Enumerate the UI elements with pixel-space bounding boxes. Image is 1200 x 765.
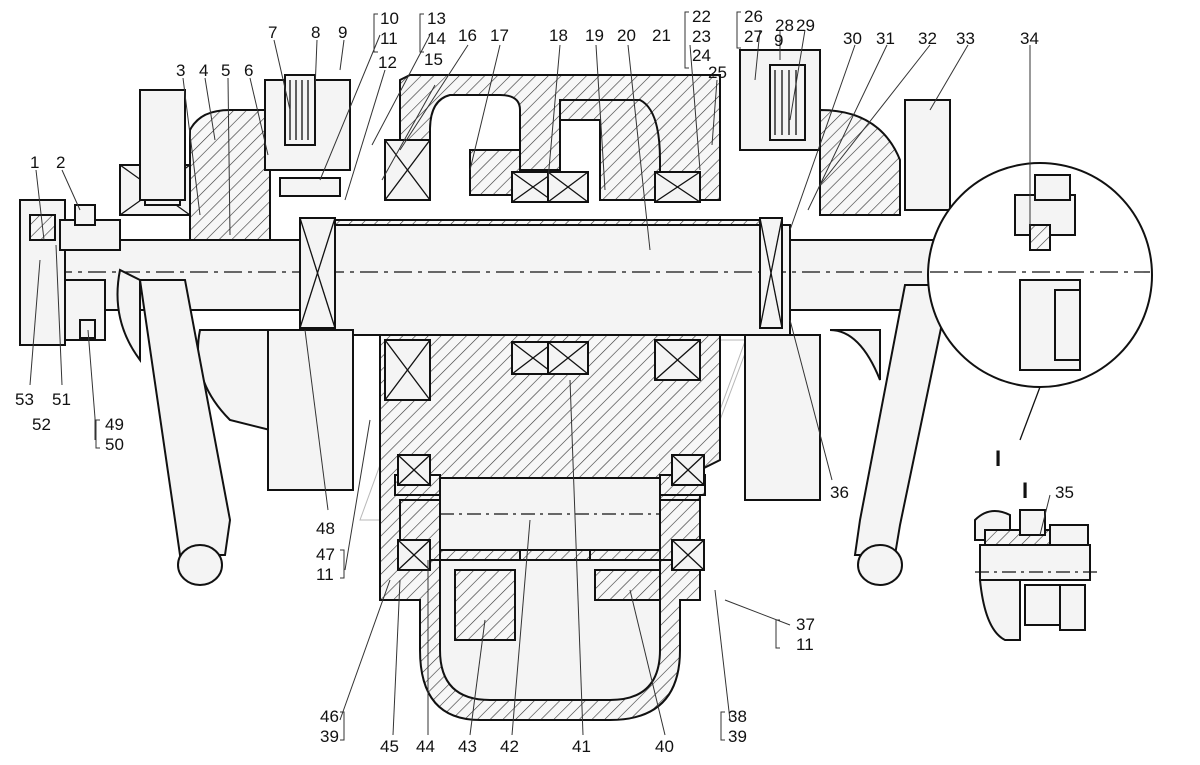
label-5: 5: [221, 61, 230, 80]
label-27: 27: [744, 27, 763, 46]
label-39a: 39: [320, 727, 339, 746]
label-45: 45: [380, 737, 399, 756]
label-8: 8: [311, 23, 320, 42]
label-7: 7: [268, 23, 277, 42]
label-3: 3: [176, 61, 185, 80]
label-49: 49: [105, 415, 124, 434]
label-32: 32: [918, 29, 937, 48]
lower-gear-shaft: [394, 474, 706, 551]
label-1: 1: [30, 153, 39, 172]
label-47: 47: [316, 545, 335, 564]
label-19: 19: [585, 26, 604, 45]
left-end-coupling: [59, 204, 121, 341]
label-37: 37: [796, 615, 815, 634]
label-23: 23: [692, 27, 711, 46]
label-13: 13: [427, 9, 446, 28]
left-lever-arm: [116, 89, 232, 586]
main-shaft: [19, 199, 1051, 346]
label-33: 33: [956, 29, 975, 48]
label-53: 53: [15, 390, 34, 409]
label-11c: 11: [796, 635, 814, 654]
label-22: 22: [692, 7, 711, 26]
label-31: 31: [876, 29, 895, 48]
label-29: 29: [796, 16, 815, 35]
label-30: 30: [843, 29, 862, 48]
detail-label-circle: I: [995, 446, 1001, 471]
right-brake-assembly: [739, 49, 901, 501]
label-41: 41: [572, 737, 591, 756]
detail-inset: [974, 509, 1100, 641]
label-42: 42: [500, 737, 519, 756]
label-51: 51: [52, 390, 71, 409]
label-9b: 9: [774, 31, 783, 50]
detail-label-inset: I: [1022, 478, 1028, 503]
label-44: 44: [416, 737, 435, 756]
label-6: 6: [244, 61, 253, 80]
label-21: 21: [652, 26, 671, 45]
right-lever-arm: [853, 99, 952, 586]
label-24: 24: [692, 46, 711, 65]
label-43: 43: [458, 737, 477, 756]
part-labels: 1 2 3 4 5 6 7 8 9 10 11 12 13 14 15 16 1…: [15, 7, 1074, 756]
label-39b: 39: [728, 727, 747, 746]
label-36: 36: [830, 483, 849, 502]
label-40: 40: [655, 737, 674, 756]
label-17: 17: [490, 26, 509, 45]
label-52: 52: [32, 415, 51, 434]
label-25: 25: [708, 63, 727, 82]
central-bearings: [299, 139, 783, 401]
label-46: 46: [320, 707, 339, 726]
label-16: 16: [458, 26, 477, 45]
label-48: 48: [316, 519, 335, 538]
label-10: 10: [380, 9, 399, 28]
label-50: 50: [105, 435, 124, 454]
leader-lines: [29, 29, 1051, 736]
upper-housing: [399, 74, 721, 201]
label-35: 35: [1055, 483, 1074, 502]
label-18: 18: [549, 26, 568, 45]
label-9: 9: [338, 23, 347, 42]
label-28: 28: [775, 16, 794, 35]
label-12: 12: [378, 53, 397, 72]
label-34: 34: [1020, 29, 1039, 48]
lower-bearings: [397, 454, 705, 571]
label-26: 26: [744, 7, 763, 26]
label-15: 15: [424, 50, 443, 69]
label-11: 11: [380, 29, 398, 48]
label-20: 20: [617, 26, 636, 45]
label-11b: 11: [316, 565, 334, 584]
detail-circle: [927, 162, 1153, 441]
label-38: 38: [728, 707, 747, 726]
label-2: 2: [56, 153, 65, 172]
label-brackets: [95, 11, 780, 741]
label-14: 14: [427, 29, 446, 48]
label-4: 4: [199, 61, 208, 80]
